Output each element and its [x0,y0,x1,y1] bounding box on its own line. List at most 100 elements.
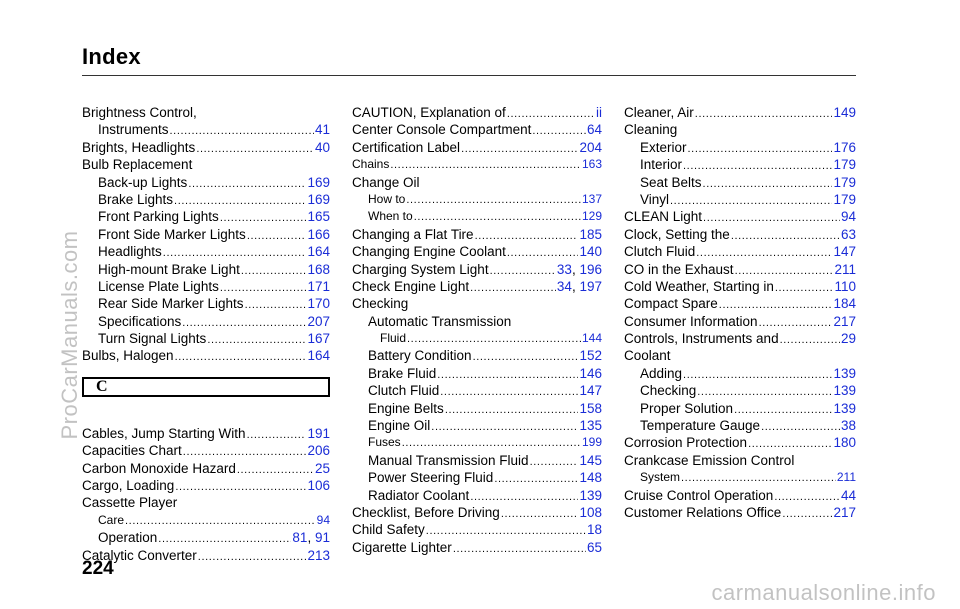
page-link[interactable]: 94 [840,209,856,225]
page-link[interactable]: 18 [586,522,602,538]
page-link[interactable]: 152 [579,348,602,364]
page-link[interactable]: 34 [556,278,572,294]
page-link[interactable]: 166 [307,226,330,242]
page-link[interactable]: 199 [581,435,602,450]
page-link[interactable]: 25 [314,460,330,476]
page-link[interactable]: 139 [833,365,856,381]
page-link[interactable]: 179 [833,157,856,173]
page-link[interactable]: 163 [581,157,602,172]
page-link[interactable]: 33 [556,261,572,277]
page-link[interactable]: 106 [307,478,330,494]
page-link[interactable]: 108 [579,504,602,520]
page-link[interactable]: 140 [579,244,602,260]
index-entry: Automatic Transmission [352,313,602,330]
page-links: 108 [579,504,602,521]
page-link[interactable]: ii [596,105,602,120]
page-link[interactable]: 185 [579,226,602,242]
entry-label: Cleaning [624,122,678,138]
dot-leader [247,228,307,245]
page-link[interactable]: 180 [833,435,856,451]
page-link[interactable]: 38 [840,418,856,434]
page-link[interactable]: 65 [586,539,602,555]
entry-label: Automatic Transmission [368,313,512,329]
page-links: 164 [307,347,330,364]
page-link[interactable]: 170 [307,296,330,312]
index-entry: Compact Spare184 [624,295,856,312]
page-link[interactable]: 94 [316,512,330,527]
page-link[interactable]: 206 [307,443,330,459]
dot-leader [437,367,578,384]
page-link[interactable]: 158 [579,400,602,416]
page-link[interactable]: 91 [314,530,330,546]
entry-label: Specifications [98,313,182,329]
entry-label: Center Console Compartment [352,122,532,138]
page-link[interactable]: 211 [836,470,856,485]
index-entry: Changing Engine Coolant140 [352,243,602,260]
page-links: 25 [315,460,330,477]
page-link[interactable]: 81 [292,530,308,546]
index-entry: Adding 139 [624,365,856,382]
page-link[interactable]: 168 [307,261,330,277]
page-link[interactable]: 176 [833,139,856,155]
index-entry: How to137 [352,191,602,208]
page-link[interactable]: 148 [579,470,602,486]
page-link[interactable]: 196 [579,261,602,277]
page-link[interactable]: 29 [840,331,856,347]
page-link[interactable]: 147 [579,383,602,399]
page-link[interactable]: 169 [307,174,330,190]
page-link[interactable]: 41 [314,122,330,138]
page-links: 217 [833,504,856,521]
page-link[interactable]: 63 [840,226,856,242]
page-link[interactable]: 164 [307,348,330,364]
index-entry: Bulb Replacement [82,156,330,173]
page-link[interactable]: 145 [579,452,602,468]
page-link[interactable]: 149 [833,105,856,120]
entry-label: Adding [640,365,683,381]
index-entry: Front Side Marker Lights166 [82,226,330,243]
page-links: 170 [307,295,330,312]
page-link[interactable]: 40 [314,139,330,155]
page-links: 41 [315,121,330,138]
page-link[interactable]: 139 [579,487,602,503]
page-link[interactable]: 204 [579,139,602,155]
page-links: 206 [307,442,330,459]
page-link[interactable]: 165 [307,209,330,225]
page-link[interactable]: 64 [586,122,602,138]
page-link[interactable]: 213 [307,547,330,563]
dot-leader [501,506,579,523]
entry-label: Cables, Jump Starting With [82,425,246,441]
page-link[interactable]: 197 [579,278,602,294]
page-link[interactable]: 129 [581,209,602,224]
page-link[interactable]: 44 [840,487,856,503]
page-link[interactable]: 144 [581,331,602,346]
page-link[interactable]: 167 [307,331,330,347]
page-links: 217 [833,313,856,330]
page-link[interactable]: 179 [833,191,856,207]
index-entry: Headlights164 [82,243,330,260]
page-link[interactable]: 139 [833,400,856,416]
index-entry: License Plate Lights171 [82,278,330,295]
page-link[interactable]: 217 [833,313,856,329]
page-link[interactable]: 146 [579,365,602,381]
page-link[interactable]: 110 [834,278,856,294]
page-link[interactable]: 135 [579,418,602,434]
page-link[interactable]: 171 [307,278,330,294]
page-link[interactable]: 179 [833,174,856,190]
page-link[interactable]: 184 [833,296,856,312]
page-link[interactable]: 211 [834,261,856,277]
page-link[interactable]: 147 [833,244,856,260]
dot-leader [780,332,840,349]
page-link[interactable]: 207 [307,313,330,329]
page-link[interactable]: 217 [833,504,856,520]
page-link[interactable]: 139 [833,383,856,399]
page-links: 140 [579,243,602,260]
page-link[interactable]: 137 [581,191,602,206]
entry-label: Rear Side Marker Lights [98,296,244,312]
page-link[interactable]: 191 [307,425,330,441]
entry-label: Cigarette Lighter [352,539,452,555]
page-link[interactable]: 169 [307,191,330,207]
entry-label: Care [98,512,125,527]
page-link[interactable]: 164 [307,244,330,260]
watermark-horizontal: carmanualsonline.info [711,580,936,605]
index-entry: Chains163 [352,156,602,173]
